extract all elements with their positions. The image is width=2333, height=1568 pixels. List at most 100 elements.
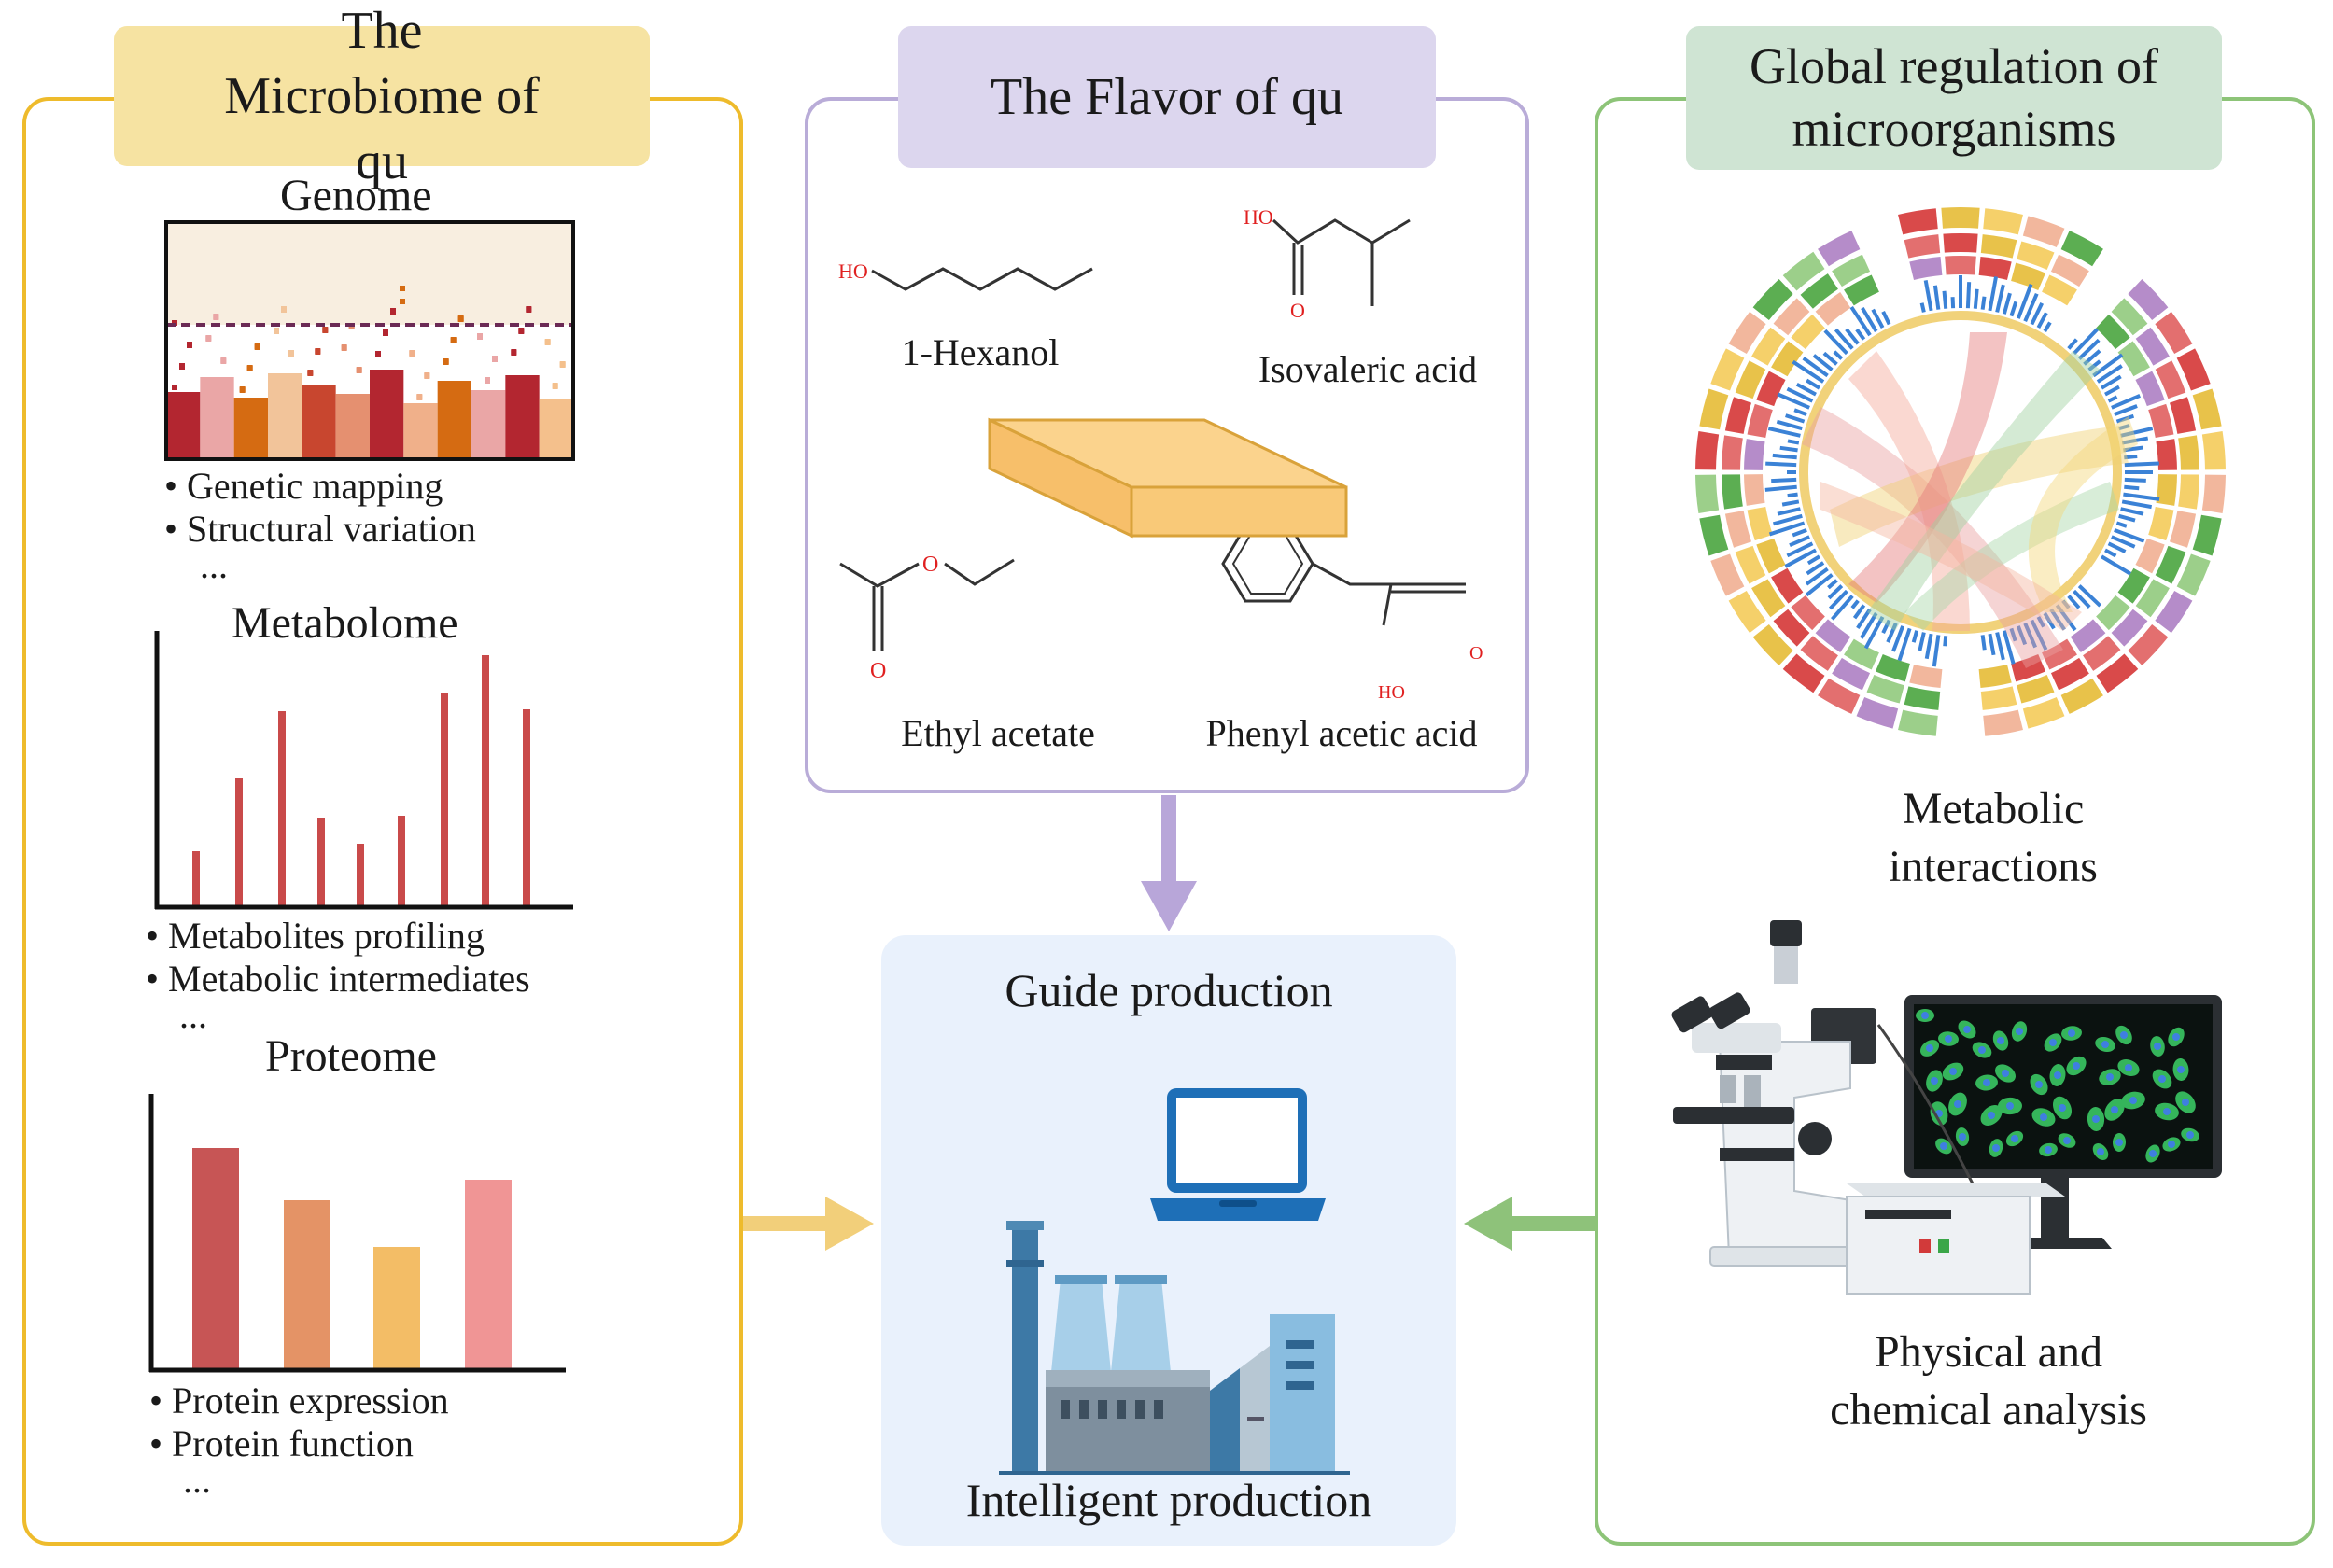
- circos-histogram-bar: [2049, 608, 2066, 631]
- circos-histogram-bar: [2036, 616, 2045, 628]
- genome-chromosome-block: [403, 403, 438, 459]
- cell-nucleus: [2186, 1131, 2194, 1139]
- cell-nucleus: [1921, 1012, 1929, 1019]
- isovaleric-name: Isovaleric acid: [1258, 348, 1478, 390]
- circos-track-segment: [2135, 579, 2170, 618]
- bullet-metabolites-profiling: Metabolites profiling: [146, 915, 530, 958]
- circos-histogram-bar: [2101, 374, 2122, 390]
- circos-histogram-bar: [1789, 535, 1810, 548]
- proteome-title: Proteome: [265, 1031, 437, 1081]
- genome-snp-point: [246, 366, 253, 371]
- genome-snp-point: [179, 364, 185, 370]
- circos-track-segment: [1791, 314, 1825, 350]
- cell-nucleus: [2149, 1150, 2157, 1157]
- phenylacetic-name: Phenyl acetic acid: [1205, 712, 1478, 754]
- circos-track-segment: [2117, 567, 2150, 604]
- genome-chromosome-block: [505, 375, 540, 459]
- circos-histogram-bar: [1849, 305, 1872, 337]
- circos-histogram-bar: [1784, 548, 1817, 568]
- genome-chromosome-block: [302, 385, 336, 459]
- genome-snp-point: [552, 384, 558, 389]
- genome-snp-point: [274, 329, 279, 334]
- circos-track-segment: [2022, 216, 2065, 248]
- circos-track-segment: [2155, 545, 2186, 584]
- circos-track-segment: [2176, 348, 2211, 391]
- genome-snp-point: [511, 350, 517, 356]
- isovaleric-hydroxyl-label: HO: [1244, 205, 1273, 229]
- circos-track-segment: [1815, 292, 1851, 326]
- circos-track-segment: [2176, 553, 2211, 596]
- metabolome-bar-chart: [154, 631, 573, 910]
- microbiome-to-production-arrow: [743, 1197, 874, 1251]
- circos-histogram-bar: [2002, 292, 2012, 315]
- genome-snp-point: [254, 344, 260, 350]
- genome-snp-point: [544, 340, 551, 345]
- circos-track-segment: [2060, 231, 2103, 267]
- metabolome-bullets: Metabolites profiling Metabolic intermed…: [146, 915, 530, 1001]
- physical-chemical-analysis-label: Physical and chemical analysis: [1830, 1327, 2147, 1435]
- circos-histogram-bar: [1771, 477, 1797, 483]
- circos-histogram-bar: [2073, 328, 2099, 356]
- circos-histogram-bar: [1924, 633, 1933, 660]
- circos-histogram-bar: [1881, 619, 1891, 634]
- circos-histogram-bar: [1918, 632, 1926, 651]
- circos-track-segment: [1818, 678, 1861, 714]
- circos-histogram-bar: [2043, 321, 2052, 332]
- circos-track-segment: [1728, 311, 1766, 355]
- circos-histogram-bar: [1995, 632, 2005, 661]
- cell-nucleus: [2045, 1146, 2052, 1154]
- circos-histogram-bar: [2077, 338, 2101, 360]
- microbiome-panel-title: The Microbiome of qu: [114, 2, 650, 190]
- genome-chromosome-block: [335, 394, 370, 459]
- circos-histogram-bar: [1764, 484, 1797, 492]
- circos-track-segment: [2155, 360, 2186, 399]
- cell-nucleus: [2002, 1070, 2009, 1077]
- circos-histogram-bar: [2023, 623, 2038, 649]
- circos-track-segment: [1983, 208, 2023, 235]
- circos-track-segment: [1844, 274, 1879, 306]
- isovaleric-structure: HO O: [1244, 205, 1411, 322]
- circos-track-segment: [1980, 234, 2017, 259]
- genome-plot-significance-band: [166, 222, 573, 325]
- circos-track-segment: [1751, 579, 1786, 618]
- circos-track-segment: [2192, 388, 2222, 430]
- cell-nucleus: [2163, 1108, 2171, 1115]
- circos-histogram-bar: [2124, 477, 2146, 483]
- cell-nucleus: [2111, 1106, 2118, 1113]
- circos-histogram-bar: [2016, 284, 2033, 319]
- regulation-panel-title: Global regulation of microorganisms: [1686, 26, 2222, 170]
- circos-histogram-bar: [2023, 292, 2039, 322]
- circos-histogram-bar: [1785, 413, 1806, 424]
- circos-histogram-bar: [2030, 619, 2048, 651]
- circos-histogram-bar: [1806, 554, 1820, 566]
- metabolome-bar: [192, 851, 200, 905]
- circos-histogram-bar: [1833, 350, 1844, 360]
- circos-histogram-bar: [1942, 290, 1948, 309]
- circos-histogram-bar: [1863, 616, 1885, 650]
- circos-track-segment: [1722, 435, 1743, 470]
- circos-histogram-bar: [2092, 353, 2124, 378]
- genome-snp-point: [485, 378, 490, 384]
- circos-histogram-bar: [2115, 521, 2128, 528]
- circos-track-segment: [1904, 686, 1941, 710]
- circos-track-segment: [1695, 431, 1720, 470]
- phenylacetic-hydroxyl-label: HO: [1378, 682, 1405, 703]
- circos-histogram-bar: [2107, 541, 2127, 553]
- circos-track-segment: [1909, 256, 1943, 280]
- genome-title: Genome: [280, 171, 432, 220]
- circos-histogram-bar: [1871, 308, 1885, 329]
- circos-histogram-bar: [2121, 499, 2153, 510]
- circos-histogram-bar: [1765, 461, 1797, 468]
- circos-histogram-bar: [1792, 359, 1825, 384]
- circos-track-segment: [2128, 623, 2169, 666]
- genome-snp-point: [450, 338, 457, 343]
- circos-histogram-bar: [2077, 584, 2102, 608]
- metabolome-bar: [482, 655, 489, 905]
- circos-track-segment: [1756, 371, 1786, 407]
- circos-track-segment: [1782, 251, 1825, 291]
- circos-histogram-bar: [1855, 328, 1866, 341]
- genome-snp-point: [400, 299, 405, 304]
- circos-histogram-bar: [2118, 513, 2136, 523]
- cell-nucleus: [2177, 1066, 2185, 1073]
